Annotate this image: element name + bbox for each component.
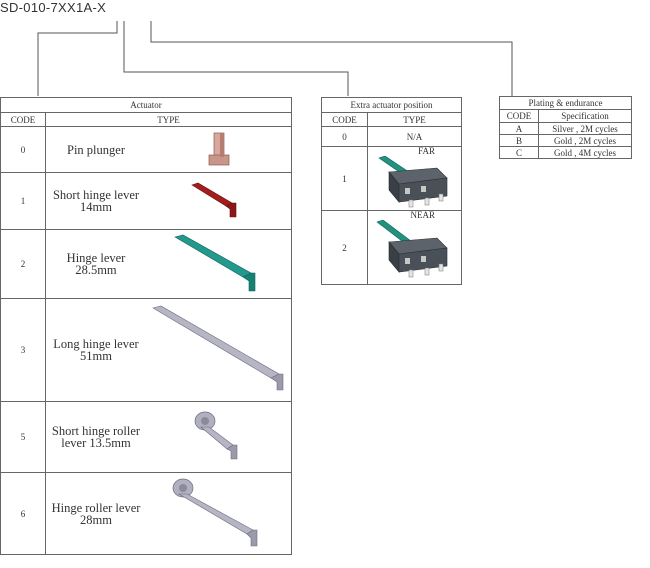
actuator-code: 1 (0, 172, 46, 230)
extra-code: 1 (321, 146, 368, 211)
extra-label: FAR (418, 146, 435, 156)
pin-plunger-icon (146, 131, 291, 169)
actuator-row: 0 Pin plunger (0, 126, 292, 173)
extra-label: N/A (367, 126, 462, 147)
plating-code: A (499, 122, 539, 135)
extra-row: 0 N/A (321, 126, 462, 147)
extra-row: 1 FAR (321, 146, 462, 211)
actuator-name: Hinge roller lever 28mm (51, 500, 141, 527)
actuator-code: 3 (0, 298, 46, 402)
roller-lever-icon (146, 476, 291, 552)
actuator-type-header: TYPE (45, 112, 292, 127)
long-hinge-lever-icon (146, 304, 291, 396)
extra-title: Extra actuator position (321, 97, 462, 113)
plating-row: C Gold , 4M cycles (499, 146, 632, 159)
actuator-name: Hinge lever 28.5mm (66, 251, 126, 277)
extra-type-header: TYPE (367, 112, 462, 127)
actuator-row: 2 Hinge lever 28.5mm (0, 229, 292, 299)
plating-row: A Silver , 2M cycles (499, 122, 632, 135)
extra-label: NEAR (410, 210, 436, 220)
hinge-lever-icon (146, 233, 291, 295)
short-roller-lever-icon (146, 409, 291, 465)
plating-spec: Gold , 2M cycles (538, 134, 632, 147)
extra-code-header: CODE (321, 112, 368, 127)
plating-title: Plating & endurance (499, 96, 632, 110)
actuator-code: 6 (0, 472, 46, 555)
extra-code: 2 (321, 210, 368, 285)
part-number: SD-010-7XX1A-X (0, 0, 107, 15)
plating-table: Plating & endurance CODE Specification A… (499, 96, 632, 159)
actuator-code: 0 (0, 126, 46, 173)
actuator-code: 5 (0, 401, 46, 473)
actuator-row: 3 Long hinge lever 51mm (0, 298, 292, 402)
extra-code: 0 (321, 126, 368, 147)
actuator-title: Actuator (0, 97, 292, 113)
far-switch-icon (368, 156, 461, 208)
plating-code: C (499, 146, 539, 159)
actuator-name: Pin plunger (67, 142, 125, 157)
extra-row: 2 NEAR (321, 210, 462, 285)
actuator-row: 6 Hinge roller lever 28mm (0, 472, 292, 555)
actuator-code: 2 (0, 229, 46, 299)
extra-position-table: Extra actuator position CODE TYPE 0 N/A … (321, 97, 462, 285)
plating-row: B Gold , 2M cycles (499, 134, 632, 147)
actuator-table: Actuator CODE TYPE 0 Pin plunger 1 Sho (0, 97, 292, 555)
actuator-row: 5 Short hinge roller lever 13.5mm (0, 401, 292, 473)
actuator-name: Long hinge lever 51mm (53, 337, 139, 363)
near-switch-icon (368, 220, 461, 280)
plating-code: B (499, 134, 539, 147)
short-hinge-lever-icon (146, 181, 291, 221)
actuator-row: 1 Short hinge lever 14mm (0, 172, 292, 230)
plating-spec: Silver , 2M cycles (538, 122, 632, 135)
plating-spec-header: Specification (538, 109, 632, 123)
plating-code-header: CODE (499, 109, 539, 123)
actuator-name: Short hinge roller lever 13.5mm (51, 424, 141, 450)
actuator-name: Short hinge lever 14mm (52, 188, 140, 214)
actuator-code-header: CODE (0, 112, 46, 127)
plating-spec: Gold , 4M cycles (538, 146, 632, 159)
